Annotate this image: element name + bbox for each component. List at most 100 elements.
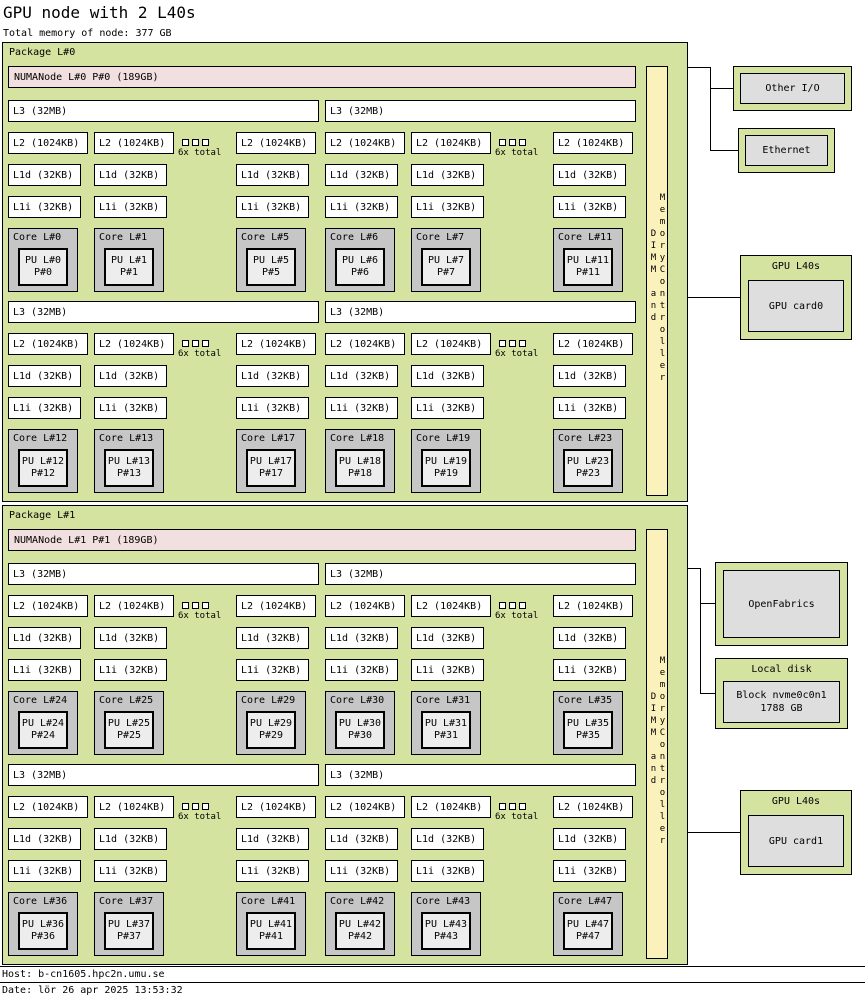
- ellipsis-label: 6x total: [178, 148, 222, 158]
- pu-box: PU L#35 P#35: [563, 711, 613, 749]
- core-label: Core L#5: [241, 232, 290, 243]
- pu-box: PU L#36 P#36: [18, 912, 68, 950]
- ellipsis-square: [499, 340, 506, 347]
- ellipsis-square: [192, 803, 199, 810]
- pu-box: PU L#37 P#37: [104, 912, 154, 950]
- l1i-cache: L1i (32KB): [236, 196, 309, 218]
- other-io-label: Other I/O: [740, 73, 845, 104]
- l3-cache: L3 (32MB): [8, 301, 319, 323]
- core-label: Core L#36: [13, 896, 68, 907]
- core-label: Core L#42: [330, 896, 385, 907]
- l3-cache: L3 (32MB): [8, 563, 319, 585]
- core-label: Core L#13: [99, 433, 154, 444]
- l1d-cache: L1d (32KB): [411, 365, 484, 387]
- ellipsis-square: [202, 340, 209, 347]
- l1d-cache: L1d (32KB): [553, 164, 626, 186]
- pu-box: PU L#1 P#1: [104, 248, 154, 286]
- other-io-box: Other I/O: [733, 66, 852, 111]
- l1i-cache: L1i (32KB): [236, 397, 309, 419]
- ellipsis-square: [519, 340, 526, 347]
- numa-node: NUMANode L#0 P#0 (189GB): [8, 66, 636, 88]
- ellipsis-square: [499, 602, 506, 609]
- diagram-title: GPU node with 2 L40s: [3, 3, 196, 22]
- l3-cache: L3 (32MB): [325, 100, 636, 122]
- ellipsis-label: 6x total: [495, 148, 539, 158]
- l1d-cache: L1d (32KB): [94, 627, 167, 649]
- openfabrics-box: OpenFabrics: [715, 562, 848, 646]
- ellipsis-square: [192, 139, 199, 146]
- l1i-cache: L1i (32KB): [94, 397, 167, 419]
- ellipsis-square: [182, 340, 189, 347]
- l2-cache: L2 (1024KB): [8, 796, 88, 818]
- ellipsis-square: [192, 340, 199, 347]
- l2-cache: L2 (1024KB): [553, 595, 633, 617]
- l1d-cache: L1d (32KB): [94, 828, 167, 850]
- core-label: Core L#23: [558, 433, 613, 444]
- core-box: Core L#36 PU L#36 P#36: [8, 892, 78, 956]
- l2-cache: L2 (1024KB): [411, 796, 491, 818]
- l1d-cache: L1d (32KB): [325, 365, 398, 387]
- l1i-cache: L1i (32KB): [411, 196, 484, 218]
- footer-divider-mid: [0, 982, 865, 983]
- connector-line: [700, 568, 701, 694]
- ellipsis-group: 6x total: [178, 333, 232, 361]
- l2-cache: L2 (1024KB): [325, 333, 405, 355]
- ellipsis-label: 6x total: [178, 349, 222, 359]
- l3-cache: L3 (32MB): [8, 100, 319, 122]
- ellipsis-label: 6x total: [495, 349, 539, 359]
- pu-box: PU L#13 P#13: [104, 449, 154, 487]
- connector-line: [688, 832, 740, 833]
- core-label: Core L#19: [416, 433, 471, 444]
- l2-cache: L2 (1024KB): [411, 595, 491, 617]
- package-label: Package L#0: [9, 47, 76, 58]
- memory-label-col-left: D I M M a n d: [650, 692, 657, 786]
- l1i-cache: L1i (32KB): [325, 196, 398, 218]
- numa-node: NUMANode L#1 P#1 (189GB): [8, 529, 636, 551]
- l2-cache: L2 (1024KB): [325, 796, 405, 818]
- ellipsis-square: [202, 602, 209, 609]
- core-label: Core L#31: [416, 695, 471, 706]
- core-label: Core L#30: [330, 695, 385, 706]
- core-box: Core L#37 PU L#37 P#37: [94, 892, 164, 956]
- l1d-cache: L1d (32KB): [325, 828, 398, 850]
- ethernet-label: Ethernet: [745, 135, 828, 166]
- ellipsis-square: [509, 340, 516, 347]
- core-label: Core L#1: [99, 232, 148, 243]
- l1d-cache: L1d (32KB): [236, 828, 309, 850]
- l1i-cache: L1i (32KB): [8, 659, 81, 681]
- l2-cache: L2 (1024KB): [8, 595, 88, 617]
- ellipsis-group: 6x total: [495, 333, 549, 361]
- l1i-cache: L1i (32KB): [94, 196, 167, 218]
- ellipsis-group: 6x total: [495, 595, 549, 623]
- l1d-cache: L1d (32KB): [8, 828, 81, 850]
- ellipsis-group: 6x total: [495, 796, 549, 824]
- gpu0-label: GPU card0: [748, 280, 844, 332]
- footer-host: Host: b-cn1605.hpc2n.umu.se: [2, 969, 165, 980]
- ellipsis-square: [509, 803, 516, 810]
- core-label: Core L#0: [13, 232, 62, 243]
- l2-cache: L2 (1024KB): [8, 132, 88, 154]
- l1d-cache: L1d (32KB): [8, 365, 81, 387]
- connector-line: [688, 297, 740, 298]
- pu-box: PU L#43 P#43: [421, 912, 471, 950]
- l1d-cache: L1d (32KB): [411, 627, 484, 649]
- core-label: Core L#37: [99, 896, 154, 907]
- l1i-cache: L1i (32KB): [325, 659, 398, 681]
- l1d-cache: L1d (32KB): [553, 627, 626, 649]
- footer-date: Date: lör 26 apr 2025 13:53:32: [2, 985, 183, 996]
- l1d-cache: L1d (32KB): [8, 627, 81, 649]
- l2-cache: L2 (1024KB): [236, 333, 316, 355]
- core-box: Core L#13 PU L#13 P#13: [94, 429, 164, 493]
